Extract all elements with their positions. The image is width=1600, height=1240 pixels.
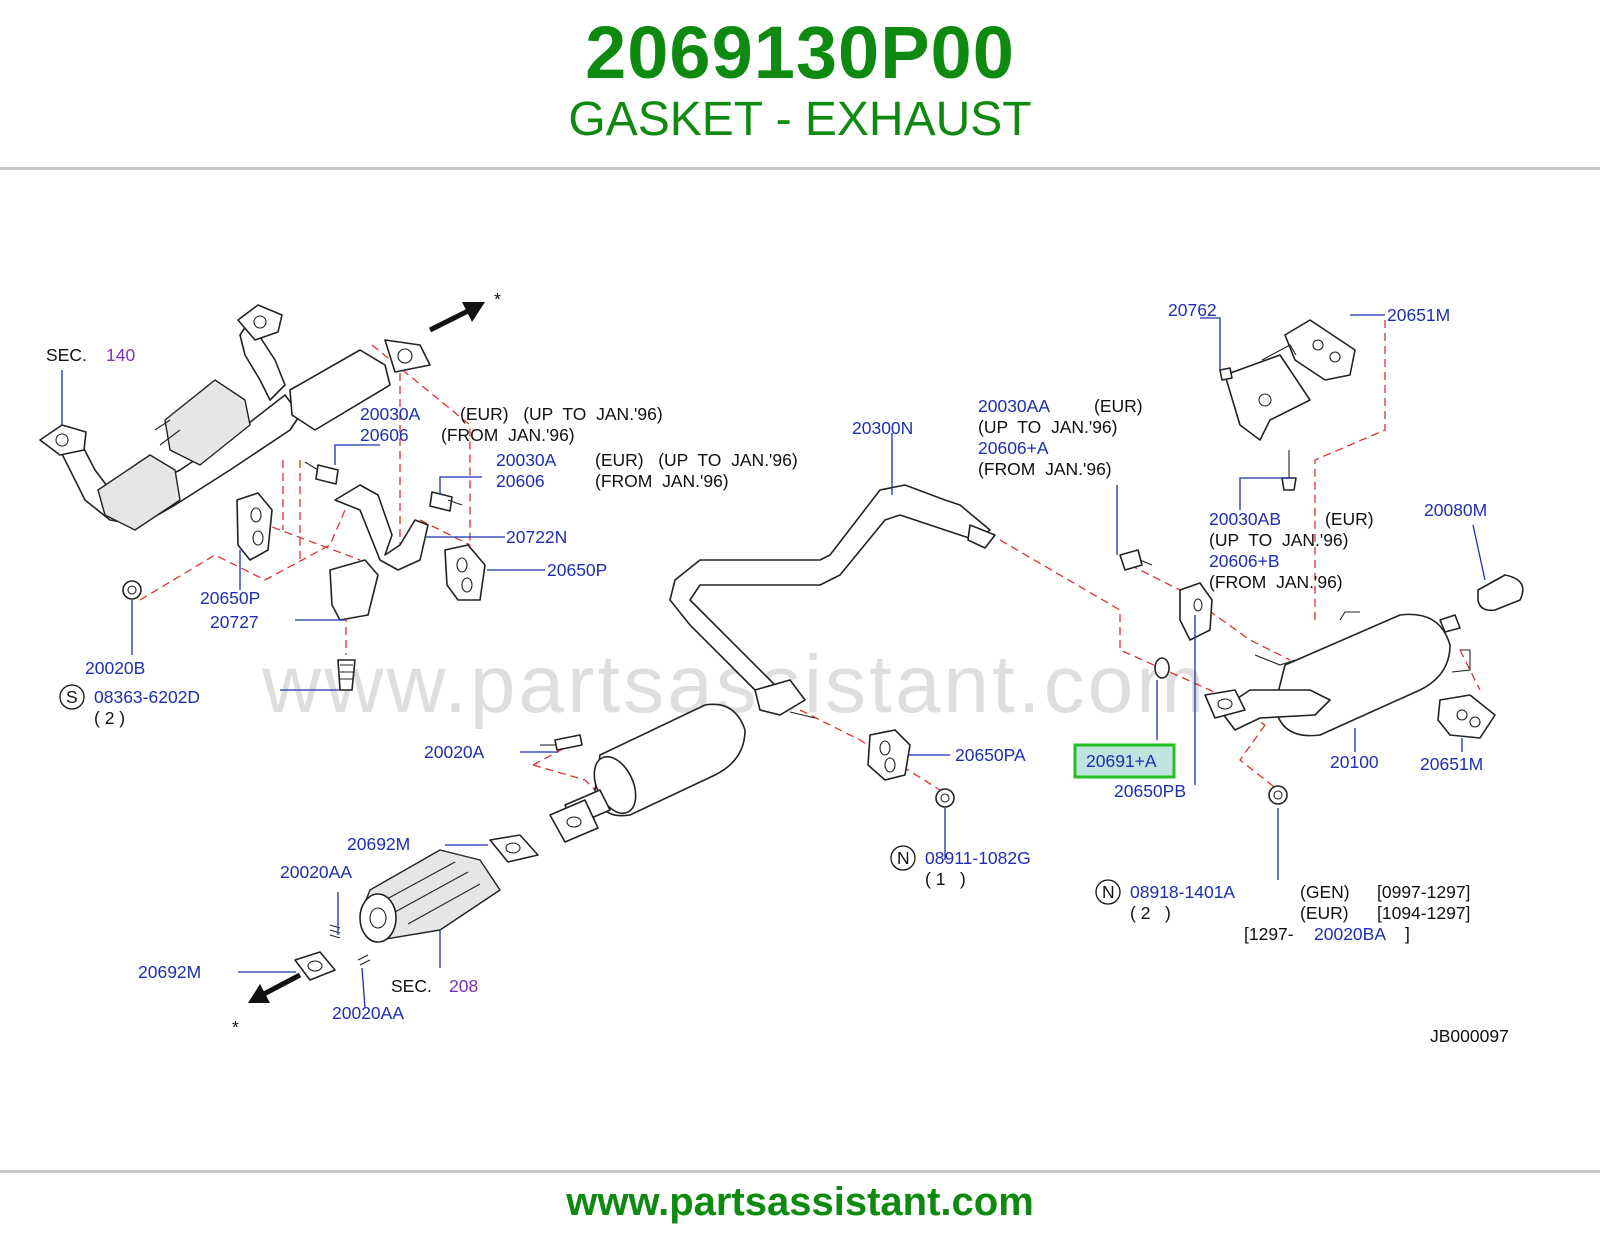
note-gen-range: [0997-1297]	[1377, 882, 1470, 902]
part-labels: SEC. 140 20030A (EUR) (UP TO JAN.'96) 20…	[46, 289, 1509, 1046]
part-note-20606-second: (FROM JAN.'96)	[595, 471, 729, 491]
diagram-code: JB000097	[1430, 1026, 1509, 1046]
highlight-box-20691A	[1073, 743, 1176, 779]
part-label-08363-6202D[interactable]: 08363-6202D	[94, 687, 200, 707]
note-1297-suffix: ]	[1405, 924, 1410, 944]
part-label-20100[interactable]: 20100	[1330, 752, 1379, 772]
part-label-20030AB[interactable]: 20030AB	[1209, 509, 1281, 529]
part-label-20692M-bottom[interactable]: 20692M	[138, 962, 201, 982]
reference-star-bottom: *	[232, 1017, 239, 1037]
part-note-20030A: (EUR) (UP TO JAN.'96)	[460, 404, 663, 424]
reference-star-top: *	[494, 289, 501, 309]
part-label-20650P-left[interactable]: 20650P	[200, 588, 260, 608]
section-140-prefix: SEC.	[46, 345, 87, 365]
center-pipe-drawing	[669, 484, 996, 719]
main-muffler-drawing	[1204, 611, 1471, 737]
hanger-20650PA-drawing	[867, 729, 955, 808]
part-note-20606B: (FROM JAN.'96)	[1209, 572, 1343, 592]
n-circle-icon-1	[890, 845, 916, 871]
section-140-link[interactable]: 140	[106, 345, 135, 365]
part-name-subtitle: GASKET - EXHAUST	[568, 93, 1032, 146]
header-divider	[0, 167, 1600, 170]
part-label-20722N[interactable]: 20722N	[506, 527, 567, 547]
part-label-20020A[interactable]: 20020A	[424, 742, 485, 762]
arrow-direction-icon-top	[428, 302, 485, 333]
part-label-08918-1401A[interactable]: 08918-1401A	[1130, 882, 1235, 902]
n-circle-icon-2	[1095, 879, 1121, 905]
note-eur-range: [1094-1297]	[1377, 903, 1470, 923]
part-note-20030AB-period: (UP TO JAN.'96)	[1209, 530, 1349, 550]
arrow-direction-icon-bottom	[248, 972, 302, 1003]
section-208-prefix: SEC.	[391, 976, 432, 996]
footer-divider	[0, 1170, 1600, 1173]
assembly-dashed-lines	[139, 320, 1481, 796]
right-hardware-drawings	[1119, 319, 1524, 805]
part-note-20030AB: (EUR)	[1325, 509, 1374, 529]
footer-website-link[interactable]: www.partsassistant.com	[566, 1180, 1034, 1224]
catalytic-converter-drawing	[294, 834, 539, 981]
part-label-20606[interactable]: 20606	[360, 425, 409, 445]
part-label-20651M-bottom[interactable]: 20651M	[1420, 754, 1483, 774]
part-note-20030A-second: (EUR) (UP TO JAN.'96)	[595, 450, 798, 470]
part-qty-08911: ( 1 )	[925, 869, 966, 889]
part-label-20606A[interactable]: 20606+A	[978, 438, 1049, 458]
part-label-20606B[interactable]: 20606+B	[1209, 551, 1280, 571]
part-qty-08363: ( 2 )	[94, 708, 125, 728]
section-208-link[interactable]: 208	[449, 976, 478, 996]
part-label-20020AA-top[interactable]: 20020AA	[280, 862, 352, 882]
part-label-20020BA[interactable]: 20020BA	[1314, 924, 1386, 944]
part-number-title: 2069130P00	[585, 11, 1015, 94]
front-exhaust-pipe-drawing	[39, 304, 431, 531]
n-circle-letter-1: N	[897, 848, 910, 868]
part-label-20651M-top[interactable]: 20651M	[1387, 305, 1450, 325]
part-label-20080M[interactable]: 20080M	[1424, 500, 1487, 520]
part-label-20691A-highlighted[interactable]: 20691+A	[1086, 751, 1157, 771]
note-gen: (GEN)	[1300, 882, 1350, 902]
label-leader-lines	[61, 314, 1486, 1009]
part-label-20650P-right[interactable]: 20650P	[547, 560, 607, 580]
part-label-20650PA[interactable]: 20650PA	[955, 745, 1026, 765]
part-note-20606A: (FROM JAN.'96)	[978, 459, 1112, 479]
page-header: 2069130P00 GASKET - EXHAUST	[0, 0, 1600, 168]
part-label-20300N[interactable]: 20300N	[852, 418, 913, 438]
part-label-20692M-top[interactable]: 20692M	[347, 834, 410, 854]
part-label-20030A-second[interactable]: 20030A	[496, 450, 557, 470]
part-label-20762[interactable]: 20762	[1168, 300, 1217, 320]
note-eur: (EUR)	[1300, 903, 1349, 923]
part-label-20030A[interactable]: 20030A	[360, 404, 421, 424]
pre-muffler-drawing	[540, 703, 746, 843]
left-hardware-drawings	[122, 461, 486, 691]
part-label-20650PB[interactable]: 20650PB	[1114, 781, 1186, 801]
note-1297-prefix: [1297-	[1244, 924, 1294, 944]
part-label-20727[interactable]: 20727	[210, 612, 259, 632]
part-label-20020B[interactable]: 20020B	[85, 658, 145, 678]
part-note-20606: (FROM JAN.'96)	[441, 425, 575, 445]
part-label-20606-second[interactable]: 20606	[496, 471, 545, 491]
part-label-20030AA[interactable]: 20030AA	[978, 396, 1050, 416]
part-qty-08918: ( 2 )	[1130, 903, 1171, 923]
part-label-20020AA-bottom[interactable]: 20020AA	[332, 1003, 404, 1023]
part-note-20030AA-period: (UP TO JAN.'96)	[978, 417, 1118, 437]
s-circle-letter: S	[66, 687, 78, 707]
s-circle-icon	[59, 684, 85, 710]
n-circle-letter-2: N	[1102, 882, 1115, 902]
part-note-20030AA: (EUR)	[1094, 396, 1143, 416]
part-label-08911-1082G[interactable]: 08911-1082G	[925, 848, 1031, 868]
